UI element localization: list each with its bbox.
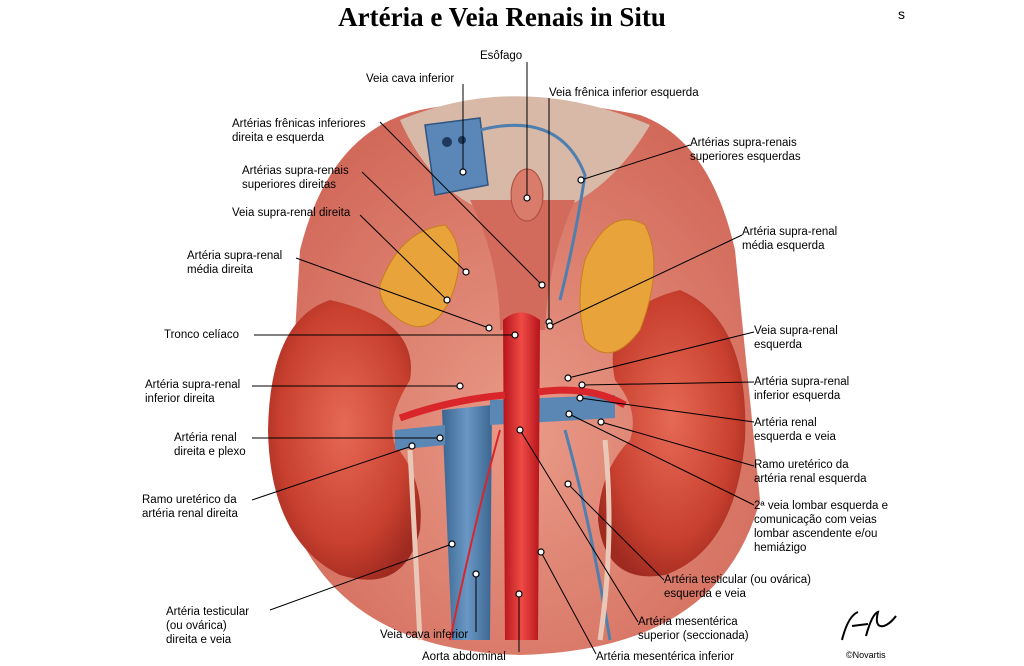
label-veia-frenica-inf-esq: Veia frênica inferior esquerda <box>549 87 699 99</box>
abdominal-aorta <box>503 312 540 640</box>
diagram-title: Artéria e Veia Renais in Situ <box>338 2 666 32</box>
pointer-dot-veia-supra-renal-dir <box>443 296 451 304</box>
pointer-dot-arterias-supra-renais-sup-esq <box>577 176 585 184</box>
leader-line-ramo-ureterico-dir <box>251 445 413 501</box>
ivc-cut-top <box>424 117 489 196</box>
pointer-dot-arteria-renal-esq <box>576 394 584 402</box>
pointer-dot-arteria-supra-renal-inf-esq <box>578 381 586 389</box>
label-esofago: Esôfago <box>480 50 523 62</box>
pointer-dot-arterias-supra-renais-sup-dir <box>462 268 470 276</box>
corner-mark: s <box>898 6 905 22</box>
leader-line-arteria-testicular-dir <box>269 543 453 611</box>
pointer-dot-veia-cava-inferior-top <box>459 168 467 176</box>
leader-line-arteria-supra-renal-media-dir <box>295 257 490 329</box>
leader-lines <box>251 62 755 655</box>
label-veia-supra-renal-dir: Veia supra-renal direita <box>232 207 351 219</box>
pointer-dot-arteria-testicular-dir <box>448 540 456 548</box>
leader-line-veia-supra-renal-dir <box>359 214 448 301</box>
pointer-dot-aorta-abdominal <box>515 590 523 598</box>
pointer-dot-esofago <box>523 194 531 202</box>
label-veia-cava-inferior-top: Veia cava inferior <box>366 73 455 85</box>
leader-line-ramo-ureterico-esq <box>600 421 755 467</box>
right-ureter <box>407 449 423 641</box>
leader-line-arteria-supra-renal-media-esq <box>549 234 743 327</box>
pointer-markers <box>408 168 605 598</box>
artist-signature <box>841 610 897 641</box>
right-kidney <box>268 300 421 580</box>
pointer-dot-arteria-supra-renal-media-esq <box>546 322 554 330</box>
pointer-dot-ramo-ureterico-esq <box>597 418 605 426</box>
left-ureter <box>597 439 612 641</box>
left-adrenal-gland <box>579 219 655 354</box>
leader-line-arteria-mesenterica-inf <box>540 551 597 655</box>
pointer-dot-arterias-frenicas-inf <box>538 281 546 289</box>
right-adrenal-gland <box>379 224 460 328</box>
right-gonadal-vessels <box>449 429 501 641</box>
pointer-dot-ramo-ureterico-dir <box>408 442 416 450</box>
pointer-dot-arteria-supra-renal-media-dir <box>485 324 493 332</box>
left-renal-artery <box>537 386 627 409</box>
leader-line-arteria-testicular-esq <box>567 483 665 581</box>
pointer-dot-arteria-mesenterica-sup <box>516 426 524 434</box>
label-arteria-testicular-dir: Artéria testicular(ou ovárica)direita e … <box>166 606 250 646</box>
pointer-dot-arteria-testicular-esq <box>564 480 572 488</box>
leader-line-veia-lombar-esq <box>568 413 755 506</box>
pointer-dot-arteria-supra-renal-inf-dir <box>456 382 464 390</box>
leader-line-arterias-frenicas-inf <box>379 121 543 286</box>
leader-line-veia-supra-renal-esq <box>567 331 755 379</box>
leader-line-arteria-supra-renal-inf-esq <box>581 381 755 386</box>
pointer-dot-veia-cava-inferior-bottom <box>472 570 480 578</box>
pointer-dot-veia-lombar-esq <box>565 410 573 418</box>
leader-line-arteria-mesenterica-sup <box>519 429 639 623</box>
label-arteria-mesenterica-inf: Artéria mesentérica inferior <box>596 651 735 663</box>
inferior-vena-cava <box>442 405 492 640</box>
leader-line-arterias-supra-renais-sup-esq <box>580 144 691 181</box>
label-aorta-abdominal: Aorta abdominal <box>422 651 506 663</box>
right-renal-artery <box>398 391 506 422</box>
leader-line-arterias-supra-renais-sup-dir <box>361 171 467 273</box>
left-inferior-phrenic-vein <box>479 123 587 301</box>
pointer-dot-veia-supra-renal-esq <box>564 374 572 382</box>
label-veia-cava-inferior-bottom: Veia cava inferior <box>380 629 469 641</box>
label-arteria-testicular-esq: Artéria testicular (ou ovárica)esquerda … <box>664 574 811 600</box>
pointer-dot-tronco-celiaco <box>511 331 519 339</box>
pointer-dot-arteria-mesenterica-inf <box>537 548 545 556</box>
copyright-notice: ©Novartis <box>846 650 886 660</box>
leader-line-arteria-renal-esq <box>579 397 755 423</box>
label-tronco-celiaco: Tronco celíaco <box>164 329 239 341</box>
pointer-dot-arteria-renal-dir <box>436 434 444 442</box>
